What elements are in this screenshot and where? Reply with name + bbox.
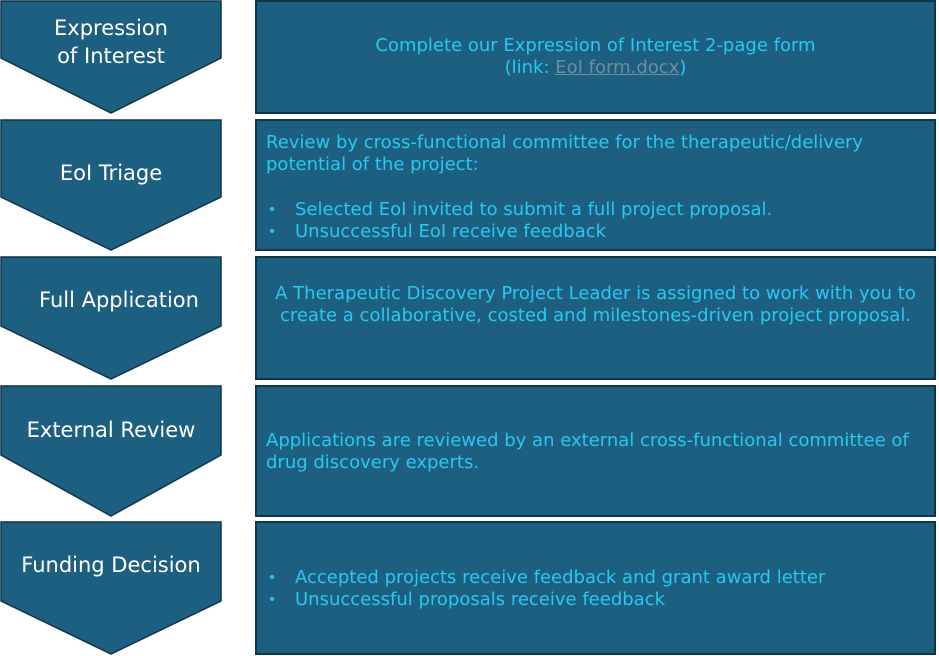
- step-label-line: Expression: [54, 16, 168, 40]
- step-label-line: Funding Decision: [21, 553, 201, 577]
- description-line: create a collaborative, costed and miles…: [279, 305, 912, 326]
- bullet-text: Unsuccessful EoI receive feedback: [295, 221, 607, 242]
- step-label: Expression of Interest: [0, 14, 222, 70]
- chevron-shape: [0, 385, 222, 517]
- step-label-line: Full Application: [39, 288, 199, 312]
- description-line: A Therapeutic Discovery Project Leader i…: [275, 283, 916, 304]
- step-chevron-funding-decision: Funding Decision: [0, 521, 222, 655]
- description-line: (link: EoI form.docx): [266, 57, 925, 79]
- bullet-text: Selected EoI invited to submit a full pr…: [295, 199, 773, 220]
- step-description-expression-of-interest: Complete our Expression of Interest 2-pa…: [255, 0, 936, 114]
- eoi-form-link[interactable]: EoI form.docx: [555, 57, 680, 78]
- bullet-list: • Selected EoI invited to submit a full p…: [266, 199, 925, 243]
- bullet-glyph: •: [268, 224, 277, 240]
- step-chevron-eoi-triage: EoI Triage: [0, 119, 222, 251]
- description-line: drug discovery experts.: [266, 452, 480, 473]
- link-prefix: (link:: [504, 57, 556, 78]
- step-label-line: External Review: [26, 418, 196, 442]
- chevron-shape: [0, 119, 222, 251]
- list-item: • Accepted projects receive feedback and …: [266, 567, 925, 589]
- bullet-text: Accepted projects receive feedback and g…: [295, 567, 826, 588]
- description-line: Review by cross-functional committee for…: [266, 132, 864, 153]
- chevron-shape: [0, 521, 222, 655]
- bullet-text: Unsuccessful proposals receive feedback: [295, 589, 666, 610]
- description-line: potential of the project:: [266, 154, 479, 175]
- list-item: • Unsuccessful proposals receive feedback: [266, 589, 925, 611]
- list-item: • Unsuccessful EoI receive feedback: [266, 221, 925, 243]
- step-label: EoI Triage: [0, 159, 222, 187]
- step-label-line: of Interest: [57, 44, 165, 68]
- step-chevron-full-application: Full Application: [0, 256, 222, 380]
- list-item: • Selected EoI invited to submit a full p…: [266, 199, 925, 221]
- bullet-glyph: •: [268, 570, 277, 586]
- description-line: Applications are reviewed by an external…: [266, 430, 909, 451]
- step-chevron-external-review: External Review: [0, 385, 222, 517]
- bullet-glyph: •: [268, 592, 277, 608]
- link-suffix: ): [679, 57, 687, 78]
- chevron-shape: [0, 0, 222, 114]
- step-description-funding-decision: • Accepted projects receive feedback and …: [255, 521, 936, 655]
- step-label-line: EoI Triage: [59, 161, 163, 185]
- step-description-eoi-triage: Review by cross-functional committee for…: [255, 119, 936, 251]
- step-description-full-application: A Therapeutic Discovery Project Leader i…: [255, 256, 936, 380]
- step-label: Full Application: [8, 286, 230, 314]
- description-line: Complete our Expression of Interest 2-pa…: [375, 35, 816, 56]
- bullet-list: • Accepted projects receive feedback and …: [266, 567, 925, 611]
- step-label: Funding Decision: [0, 551, 222, 579]
- step-label: External Review: [0, 416, 222, 444]
- bullet-glyph: •: [268, 202, 277, 218]
- step-description-external-review: Applications are reviewed by an external…: [255, 385, 936, 517]
- chevron-shape: [0, 256, 222, 380]
- step-chevron-expression-of-interest: Expression of Interest: [0, 0, 222, 114]
